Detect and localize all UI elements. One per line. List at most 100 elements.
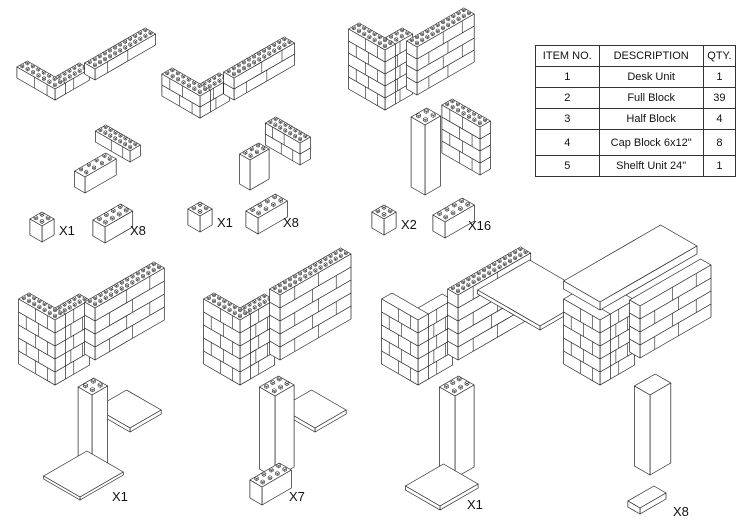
stud-icon	[241, 59, 247, 65]
stud-icon	[114, 289, 119, 294]
stud-icon	[47, 79, 52, 85]
stud-icon	[128, 36, 133, 41]
stud-icon	[252, 305, 257, 310]
stud-icon	[77, 299, 82, 304]
stud-icon	[130, 273, 135, 279]
stud-icon	[298, 130, 303, 136]
stud-icon	[382, 43, 388, 49]
stud-icon	[37, 298, 42, 304]
stud-icon	[267, 45, 272, 50]
stud-icon	[217, 78, 222, 83]
cell-description: Desk Unit	[598, 66, 704, 88]
stud-icon	[118, 133, 123, 138]
stud-icon	[107, 156, 112, 161]
stud-icon	[118, 48, 123, 53]
stud-icon	[252, 59, 257, 65]
stud-icon	[256, 210, 262, 216]
stud-icon	[313, 262, 318, 267]
stud-icon	[482, 117, 488, 123]
stud-icon	[471, 273, 476, 279]
stud-icon	[78, 166, 84, 172]
stud-icon	[273, 116, 278, 122]
stud-icon	[257, 296, 262, 301]
stud-icon	[84, 169, 89, 175]
stud-icon	[256, 51, 262, 56]
stud-icon	[425, 34, 430, 40]
qty-label-step2-full: X8	[283, 215, 299, 230]
stud-icon	[52, 82, 58, 88]
stud-icon	[192, 80, 197, 85]
stud-icon	[277, 45, 282, 51]
stud-icon	[123, 45, 128, 50]
stud-icon	[250, 207, 256, 213]
stud-icon	[72, 302, 77, 307]
stud-icon	[497, 264, 502, 270]
table-row: 4 Cap Block 6x12" 8	[535, 129, 737, 156]
step-1-parts	[29, 152, 134, 244]
stud-icon	[30, 63, 36, 69]
stud-icon	[217, 72, 222, 78]
block-left-face	[187, 208, 201, 233]
stud-icon	[108, 133, 113, 138]
block-left-face	[265, 122, 301, 155]
stud-icon	[128, 138, 133, 144]
stud-icon	[272, 285, 277, 291]
stud-icon	[232, 304, 237, 310]
block-right-face	[454, 384, 475, 479]
table-row: 1 Desk Unit 1	[535, 66, 737, 88]
stud-icon	[249, 146, 254, 152]
stud-icon	[372, 37, 377, 43]
stud-icon	[466, 276, 471, 282]
stud-icon	[197, 201, 203, 207]
stud-icon	[26, 298, 32, 304]
stud-icon	[175, 70, 181, 76]
stud-icon	[222, 298, 227, 304]
stud-icon	[356, 28, 362, 34]
stud-icon	[487, 264, 492, 270]
stud-icon	[455, 282, 461, 288]
stud-icon	[367, 28, 372, 34]
stud-icon	[318, 265, 323, 270]
stud-icon	[260, 479, 266, 485]
stud-icon	[422, 116, 429, 123]
stud-icon	[243, 310, 248, 316]
stud-icon	[226, 68, 231, 74]
stud-icon	[212, 75, 217, 80]
stud-icon	[237, 307, 243, 313]
stud-icon	[382, 37, 388, 43]
cell-item-no: 1	[535, 66, 600, 88]
stud-icon	[57, 304, 62, 310]
stud-icon	[461, 111, 466, 116]
qty-label-step6-desk: X1	[467, 497, 483, 512]
stud-icon	[451, 388, 457, 394]
stud-icon	[143, 33, 148, 39]
stud-icon	[272, 48, 277, 53]
stud-icon	[86, 162, 92, 167]
block-left-face	[245, 210, 259, 235]
stud-icon	[197, 208, 203, 214]
step-5-assembly	[203, 247, 352, 479]
stud-icon	[113, 130, 118, 135]
stud-icon	[109, 215, 115, 221]
stud-icon	[435, 28, 440, 34]
stud-icon	[254, 149, 260, 155]
stud-icon	[247, 307, 252, 313]
stud-icon	[284, 380, 290, 387]
stud-icon	[399, 33, 404, 39]
stud-icon	[518, 252, 523, 258]
stud-icon	[472, 111, 477, 116]
cell-item-no: 2	[535, 87, 600, 109]
stud-icon	[356, 22, 362, 28]
stud-icon	[113, 50, 118, 56]
stud-icon	[293, 279, 298, 285]
stud-icon	[92, 56, 97, 62]
stud-icon	[138, 36, 143, 42]
cell-qty: 8	[702, 129, 737, 156]
stud-icon	[117, 204, 123, 210]
stud-icon	[207, 84, 212, 89]
stud-icon	[308, 271, 313, 276]
stud-icon	[125, 276, 130, 282]
stud-icon	[246, 62, 252, 68]
stud-icon	[277, 39, 282, 45]
